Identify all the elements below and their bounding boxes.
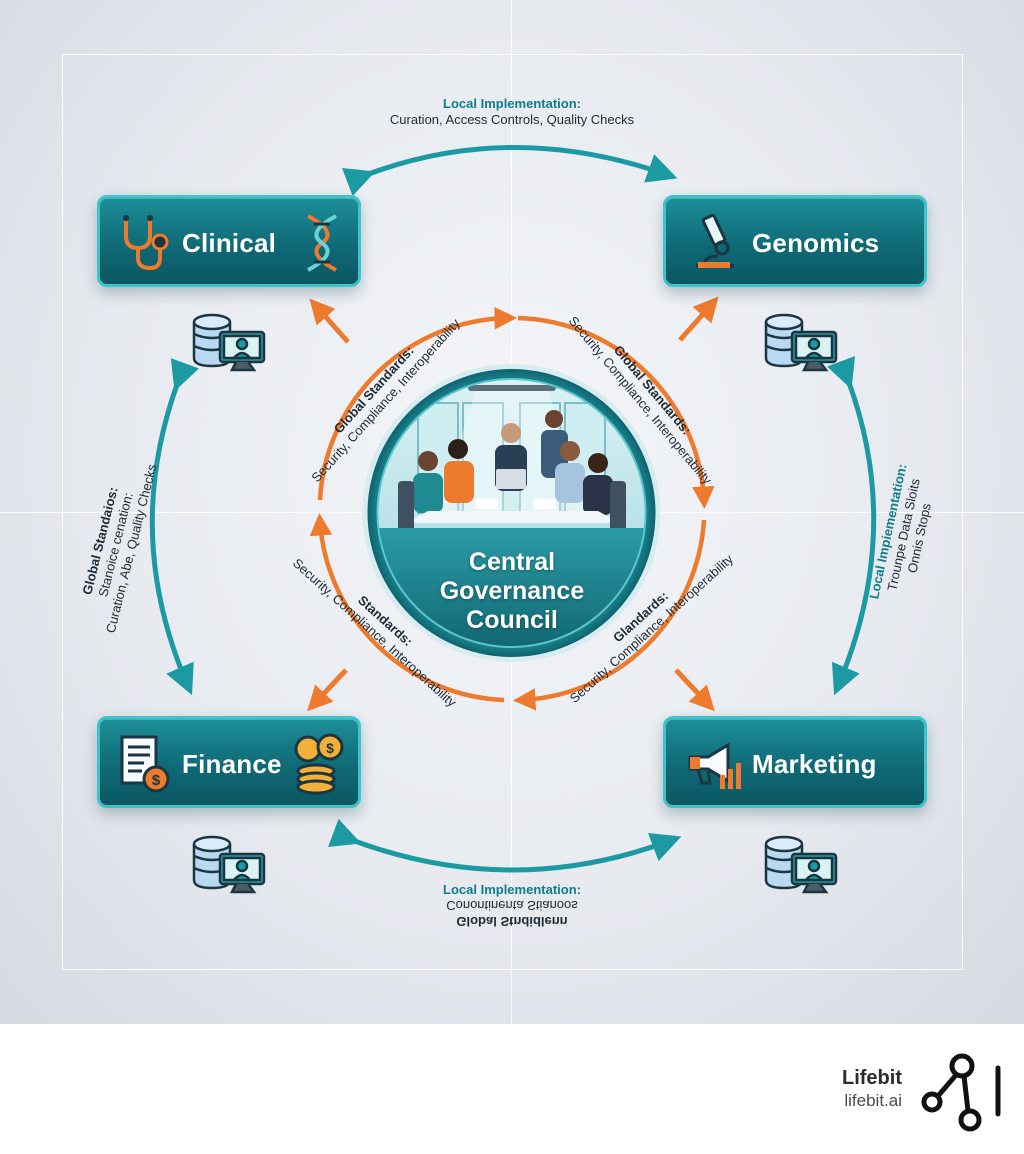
dept-card-finance[interactable]: $ Finance $ [97,716,361,808]
diagram-frame [62,54,963,970]
label-bottom-detail2: Global Stndidlenn [456,914,568,929]
stethoscope-icon [123,215,169,271]
dept-card-marketing[interactable]: Marketing [663,716,927,808]
spoke-marketing [674,668,715,712]
label-bottom-connector: Local Implementation: Conontinenta Stian… [362,882,662,929]
label-top-detail: Curation, Access Controls, Quality Check… [389,112,635,127]
spoke-genomics [678,296,719,342]
label-top-title: Local Implementation: [443,96,581,111]
arrow-ring-top-left [317,307,517,501]
database-monitor-icon-clinical [192,313,266,372]
diagram-canvas: Central Governance Council Clinical Geno… [0,0,1024,1024]
arrow-left-teal [149,358,199,696]
spoke-clinical [309,298,350,344]
database-monitor-icon-genomics [764,313,838,372]
arrow-right-teal [826,356,877,696]
council-meeting-illustration [362,364,661,662]
brand-name: Lifebit [842,1067,902,1089]
brand-url: lifebit.ai [844,1091,902,1110]
document-dollar-icon: $ [120,735,170,793]
council-title-line1: Central [468,548,556,576]
label-top-connector: Local Implementation: Curation, Access C… [362,96,662,127]
dept-card-clinical[interactable]: Clinical [97,195,361,287]
dept-label-marketing: Marketing [752,749,877,779]
council-title-line3: Council [466,606,558,634]
arrow-ring-bottom-right [513,519,707,711]
dept-label-finance: Finance [182,749,282,779]
footer [0,1024,1024,1154]
council-title: Central Governance Council [0,548,1024,635]
central-council [358,363,665,663]
connector-arrows [149,145,877,873]
megaphone-icon [688,742,741,789]
arrow-ring-bottom-left [309,513,505,703]
label-bottom-detail: Conontinenta Stianoos [446,898,578,913]
dept-label-genomics: Genomics [752,228,880,258]
svg-text:$: $ [152,772,161,789]
dept-label-clinical: Clinical [182,228,277,258]
svg-text:$: $ [326,740,334,756]
arrow-ring-top-right [517,315,715,509]
label-bottom-title: Local Implementation: [443,882,581,897]
coins-icon: $ [294,733,344,795]
lifebit-logo[interactable] [918,1050,1006,1132]
database-monitor-icon-marketing [764,835,838,894]
database-monitor-icon-finance [192,835,266,894]
microscope-icon [696,213,734,268]
arrow-bottom-teal [328,818,682,873]
council-title-line2: Governance [439,577,585,605]
spoke-finance [307,668,348,712]
dna-icon [307,214,337,272]
dept-card-genomics[interactable]: Genomics [663,195,927,287]
arrow-top-teal [341,145,678,197]
